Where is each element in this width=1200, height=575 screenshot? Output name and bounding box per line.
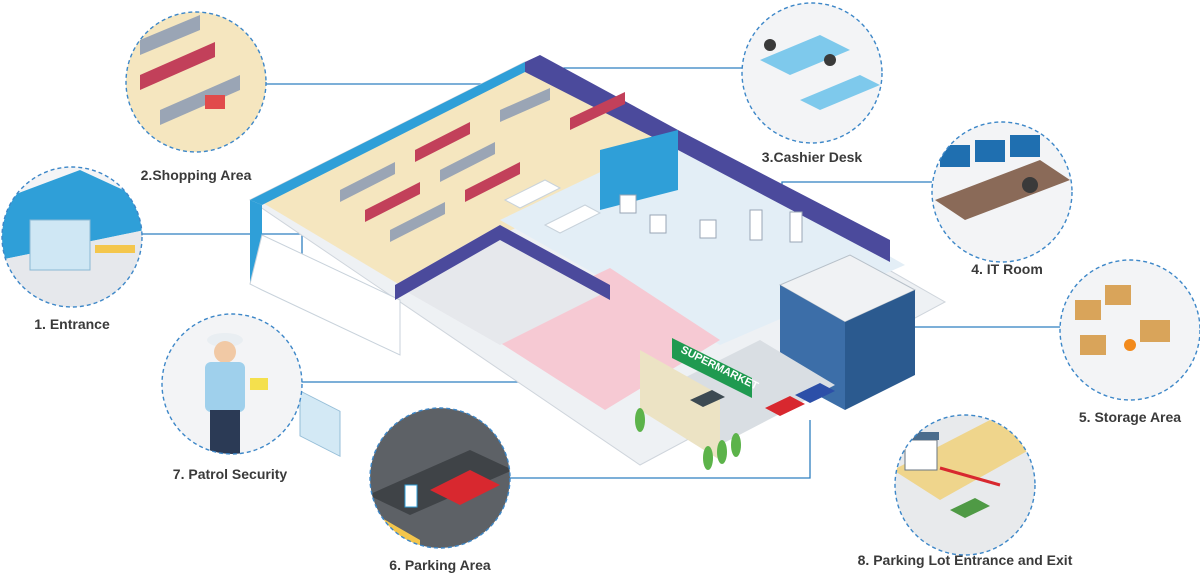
area-entrance: 1. Entrance [1, 166, 143, 332]
area-patrol: 7. Patrol Security [161, 313, 303, 482]
label-parking: 6. Parking Area [389, 557, 491, 573]
area-storage: 5. Storage Area [1059, 259, 1200, 425]
area-parking-gate: 8. Parking Lot Entrance and Exit [858, 414, 1073, 568]
cashier-counter [543, 204, 602, 234]
label-storage: 5. Storage Area [1079, 409, 1181, 425]
entrance-doors [299, 390, 341, 457]
storage-side [845, 290, 915, 410]
label-parking-gate: 8. Parking Lot Entrance and Exit [858, 552, 1073, 568]
garage-front [640, 350, 720, 460]
partition-wall-3 [600, 130, 678, 210]
shelf [465, 162, 520, 202]
area-shopping: 2.Shopping Area [125, 11, 267, 183]
appliances [619, 194, 803, 243]
label-shopping: 2.Shopping Area [141, 167, 252, 183]
label-cashier: 3.Cashier Desk [762, 149, 863, 165]
label-entrance: 1. Entrance [34, 316, 110, 332]
right-back-wall [678, 130, 890, 262]
front-wall-shopping [249, 234, 401, 356]
building: SUPERMARKET [249, 55, 947, 470]
partition-wall-2 [500, 225, 610, 300]
garage-cars [690, 383, 835, 416]
area-cashier: 3.Cashier Desk [741, 2, 883, 165]
label-it-room: 4. IT Room [971, 261, 1043, 277]
shelf [570, 92, 625, 130]
area-parking: 6. Parking Area [369, 407, 511, 573]
shelf [415, 122, 470, 162]
back-wall [525, 55, 678, 150]
shelf [500, 88, 550, 122]
trees [635, 408, 741, 470]
area-it-room: 4. IT Room [931, 121, 1073, 277]
shelf [440, 142, 495, 182]
left-wall [250, 62, 525, 205]
shelves [340, 88, 625, 242]
connector-parking [510, 420, 811, 479]
partition-wall-1 [395, 225, 500, 300]
shelf [340, 162, 395, 202]
shelf [365, 182, 420, 222]
label-patrol: 7. Patrol Security [173, 466, 288, 482]
shelf [390, 202, 445, 242]
cashier-counter [503, 179, 562, 209]
